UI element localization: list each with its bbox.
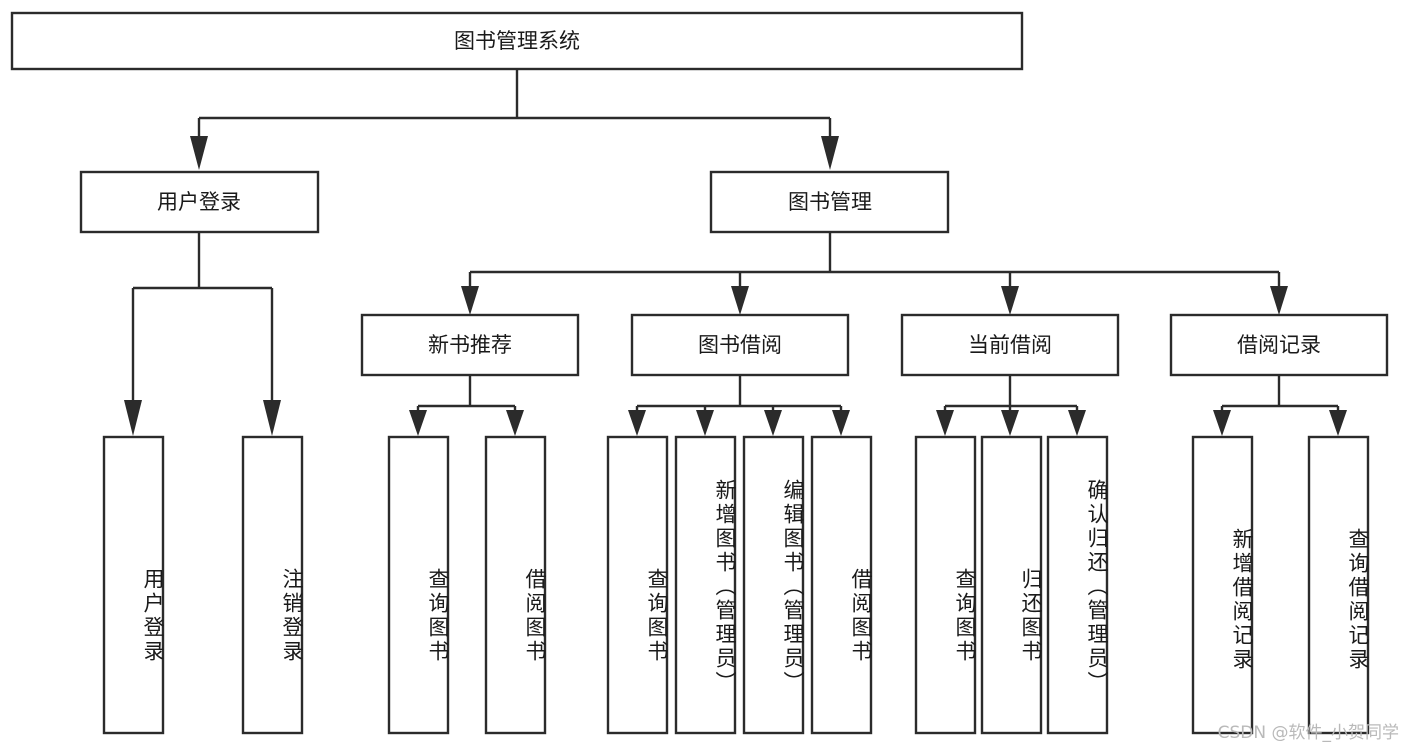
arrow-head-bb-edit xyxy=(764,410,782,436)
arrow-head-book-mgmt xyxy=(821,136,839,170)
connector-newbookrec-to-leaves xyxy=(409,375,524,436)
node-borrow-record[interactable]: 借阅记录 xyxy=(1169,313,1389,377)
node-book-borrow[interactable]: 图书借阅 xyxy=(630,313,850,377)
arrow-head-cb-query xyxy=(936,410,954,436)
arrow-head-bb-query xyxy=(628,410,646,436)
leaf-box-bb-borrow[interactable] xyxy=(810,435,873,735)
node-user-login-box[interactable] xyxy=(79,170,320,234)
arrow-head-bb-add xyxy=(696,410,714,436)
leaf-box-br-add[interactable] xyxy=(1191,435,1254,735)
arrow-head-borrow-record xyxy=(1270,286,1288,315)
arrow-head-leaf-user-login xyxy=(124,400,142,436)
node-user-login[interactable]: 用户登录 xyxy=(79,170,320,234)
node-current-borrow-box[interactable] xyxy=(900,313,1120,377)
leaf-node-boxes xyxy=(102,435,1370,735)
leaf-box-user-login[interactable] xyxy=(102,435,165,735)
arrow-head-bb-borrow xyxy=(832,410,850,436)
connector-currentborrow-to-leaves xyxy=(936,375,1086,436)
arrow-head-user-login xyxy=(190,136,208,170)
leaf-box-bb-query[interactable] xyxy=(606,435,669,735)
node-book-management-box[interactable] xyxy=(709,170,950,234)
node-book-borrow-label: 图书借阅 xyxy=(698,333,782,357)
connector-bookborrow-to-leaves xyxy=(628,375,850,436)
leaf-box-rec-borrow[interactable] xyxy=(484,435,547,735)
node-current-borrow-label: 当前借阅 xyxy=(968,333,1052,357)
connector-userlogin-to-leaves xyxy=(124,232,281,436)
node-current-borrow[interactable]: 当前借阅 xyxy=(900,313,1120,377)
node-root-label: 图书管理系统 xyxy=(454,29,580,53)
node-book-borrow-box[interactable] xyxy=(630,313,850,377)
node-new-book-recommend-box[interactable] xyxy=(360,313,580,377)
arrow-head-current-borrow xyxy=(1001,286,1019,315)
csdn-watermark: CSDN @软件_小贺同学 xyxy=(1217,723,1399,743)
node-root[interactable]: 图书管理系统 xyxy=(10,11,1024,71)
node-book-management-label: 图书管理 xyxy=(788,190,872,214)
connector-borrowrecord-to-leaves xyxy=(1213,375,1347,436)
arrow-head-br-query xyxy=(1329,410,1347,436)
leaf-box-rec-query[interactable] xyxy=(387,435,450,735)
leaf-box-bb-edit[interactable] xyxy=(742,435,805,735)
node-new-book-recommend-label: 新书推荐 xyxy=(428,333,512,357)
arrow-head-br-add xyxy=(1213,410,1231,436)
arrow-head-cb-confirm xyxy=(1068,410,1086,436)
arrow-head-new-book-rec xyxy=(461,286,479,315)
arrow-head-rec-borrow xyxy=(506,410,524,436)
node-user-login-label: 用户登录 xyxy=(157,190,241,214)
node-book-management[interactable]: 图书管理 xyxy=(709,170,950,234)
connector-root-to-level1 xyxy=(190,69,839,170)
arrow-head-leaf-logout xyxy=(263,400,281,436)
node-borrow-record-label: 借阅记录 xyxy=(1237,333,1321,357)
connector-bookmgmt-to-level2 xyxy=(461,232,1288,315)
node-borrow-record-box[interactable] xyxy=(1169,313,1389,377)
leaf-box-br-query[interactable] xyxy=(1307,435,1370,735)
leaf-box-logout[interactable] xyxy=(241,435,304,735)
node-root-box[interactable] xyxy=(10,11,1024,71)
leaf-box-cb-return[interactable] xyxy=(980,435,1043,735)
arrow-head-cb-return xyxy=(1001,410,1019,436)
arrow-head-book-borrow xyxy=(731,286,749,315)
leaf-box-cb-confirm[interactable] xyxy=(1046,435,1109,735)
node-new-book-recommend[interactable]: 新书推荐 xyxy=(360,313,580,377)
arrow-head-rec-query xyxy=(409,410,427,436)
leaf-box-bb-add[interactable] xyxy=(674,435,737,735)
leaf-box-cb-query[interactable] xyxy=(914,435,977,735)
